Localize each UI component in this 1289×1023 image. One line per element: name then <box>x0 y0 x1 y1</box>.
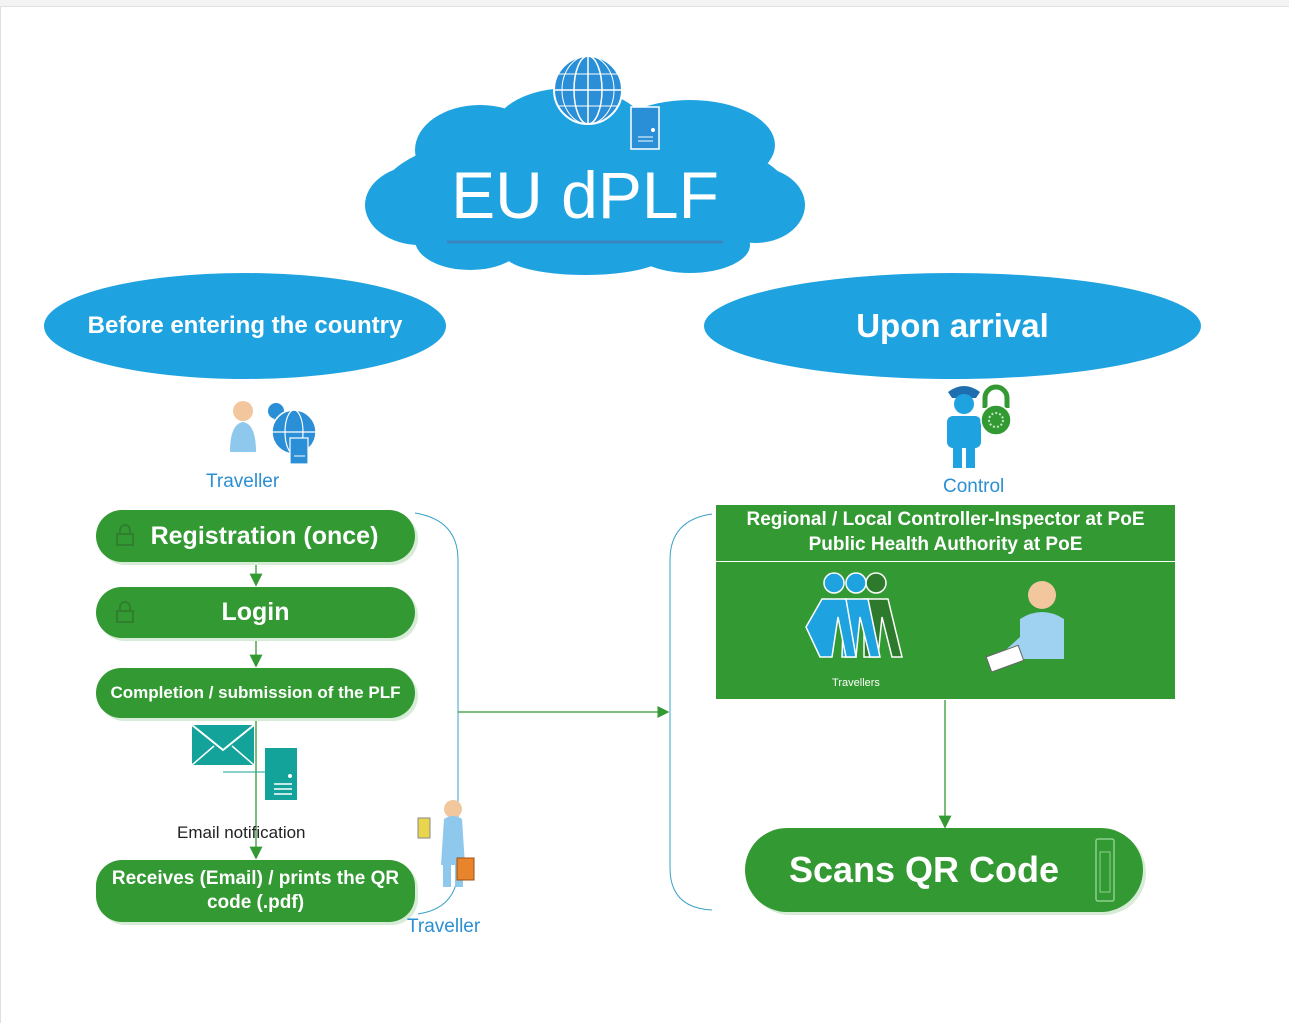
officer-lock-icon <box>947 384 1012 468</box>
authority-box: Regional / Local Controller-Inspector at… <box>716 505 1175 699</box>
step-label: Completion / submission of the PLF <box>110 683 401 702</box>
lock-icon <box>116 601 134 623</box>
authority-line-2: Public Health Authority at PoE <box>808 534 1083 555</box>
step-completion: Completion / submission of the PLF <box>96 668 415 718</box>
travellers-group-icon <box>805 572 903 658</box>
globe-icon <box>553 55 623 125</box>
traveller-briefcase-icon <box>417 800 475 887</box>
scan-label: Scans QR Code <box>788 849 1060 890</box>
authority-line-1: Regional / Local Controller-Inspector at… <box>746 509 1145 530</box>
right-bracket <box>669 513 713 911</box>
right-header-text: Upon arrival <box>856 307 1049 344</box>
control-caption: Control <box>943 476 1005 497</box>
scanner-device-icon <box>1095 838 1115 902</box>
step-label: Registration (once) <box>150 521 379 550</box>
lock-icon <box>116 524 134 546</box>
left-header-ellipse: Before entering the country <box>44 273 446 379</box>
authority-title: Regional / Local Controller-Inspector at… <box>716 507 1175 557</box>
left-bracket <box>414 512 459 915</box>
step-label: Receives (Email) / prints the QR code (.… <box>111 868 400 913</box>
traveller-caption-2: Traveller <box>407 916 481 937</box>
travellers-caption: Travellers <box>832 677 880 689</box>
step-registration: Registration (once) <box>96 510 415 562</box>
inspector-icon <box>985 581 1064 673</box>
email-server-icon <box>265 748 297 800</box>
window-top-bar <box>0 0 1289 7</box>
right-header-ellipse: Upon arrival <box>704 273 1201 379</box>
step-login: Login <box>96 587 415 638</box>
traveller-globe-icon <box>230 401 317 465</box>
email-envelope-icon <box>191 724 255 766</box>
step-label: Login <box>221 598 290 626</box>
scan-qr-step: Scans QR Code <box>745 828 1143 912</box>
step-receives-qr: Receives (Email) / prints the QR code (.… <box>96 860 415 922</box>
email-notification-label: Email notification <box>177 823 306 842</box>
server-icon <box>630 106 660 150</box>
cloud-title: EU dPLF <box>451 158 719 232</box>
traveller-caption: Traveller <box>206 471 280 492</box>
window-left-border <box>0 6 1 1023</box>
authority-divider <box>716 561 1175 562</box>
left-header-text: Before entering the country <box>87 312 403 339</box>
